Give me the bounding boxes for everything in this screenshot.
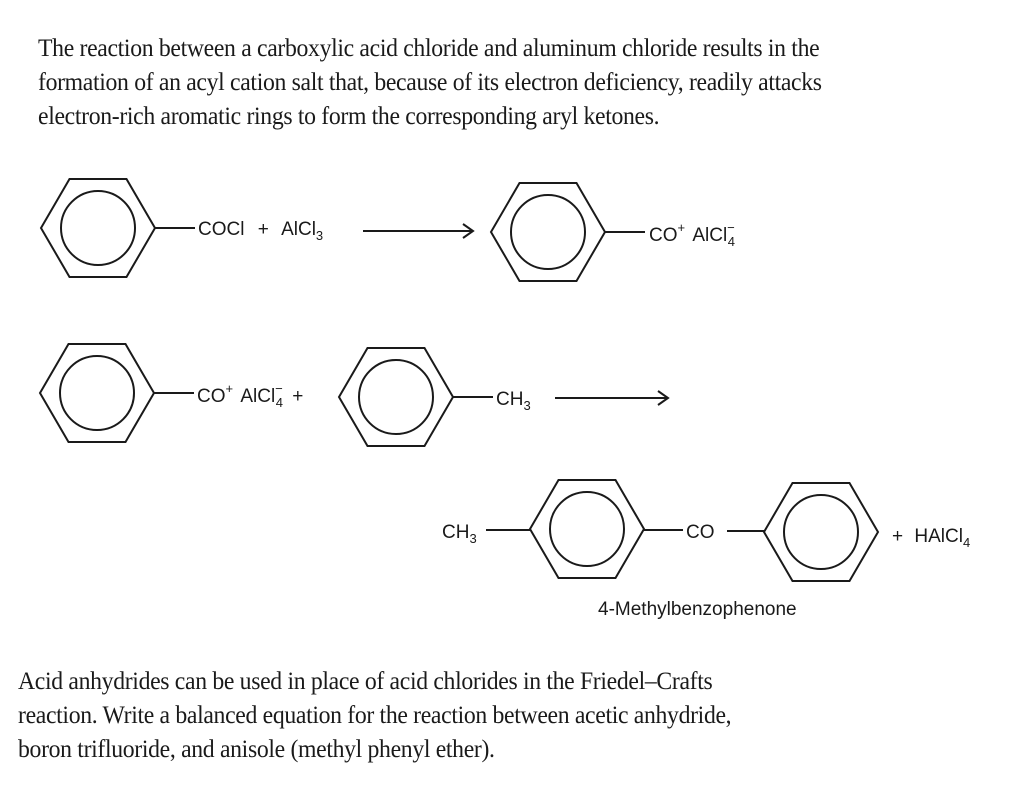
benzene-ring-icon [763,482,879,582]
reaction-2-reactants: CO+ AlCl−4 + CH3 [39,343,670,447]
intro-line-3: electron-rich aromatic rings to form the… [38,101,660,130]
intro-paragraph: The reaction between a carboxylic acid c… [38,31,822,133]
benzene-ring-icon [490,182,606,282]
acylium-salt-label: CO+ AlCl−4 [649,216,735,249]
reaction-2-products: CH3 CO + HAlCl4 4-Methylbenzophenone [442,479,970,620]
intro-line-1: The reaction between a carboxylic acid c… [38,33,820,62]
reaction-1: COCl + AlCl3 CO+ AlCl−4 [40,178,735,282]
reaction-arrow-icon [363,223,475,239]
intro-line-2: formation of an acyl cation salt that, b… [38,67,822,96]
benzene-ring-icon [338,347,454,447]
byproduct-label: + HAlCl4 [892,526,970,550]
question-line-3: boron trifluoride, and anisole (methyl p… [18,734,495,763]
acid-chloride-label: COCl + AlCl3 [198,219,323,243]
benzene-ring-icon [40,178,156,278]
question-line-2: reaction. Write a balanced equation for … [18,700,732,729]
benzene-ring-icon [39,343,155,443]
toluene-methyl-label: CH3 [496,389,531,413]
question-paragraph: Acid anhydrides can be used in place of … [18,664,732,766]
acylium-salt-label: CO+ AlCl−4 + [197,377,303,412]
benzene-ring-icon [529,479,645,579]
question-line-1: Acid anhydrides can be used in place of … [18,666,713,695]
product-name-caption: 4-Methylbenzophenone [598,599,797,620]
product-methyl-label: CH3 [442,522,477,546]
reaction-arrow-icon [555,390,670,406]
carbonyl-label: CO [686,522,715,543]
